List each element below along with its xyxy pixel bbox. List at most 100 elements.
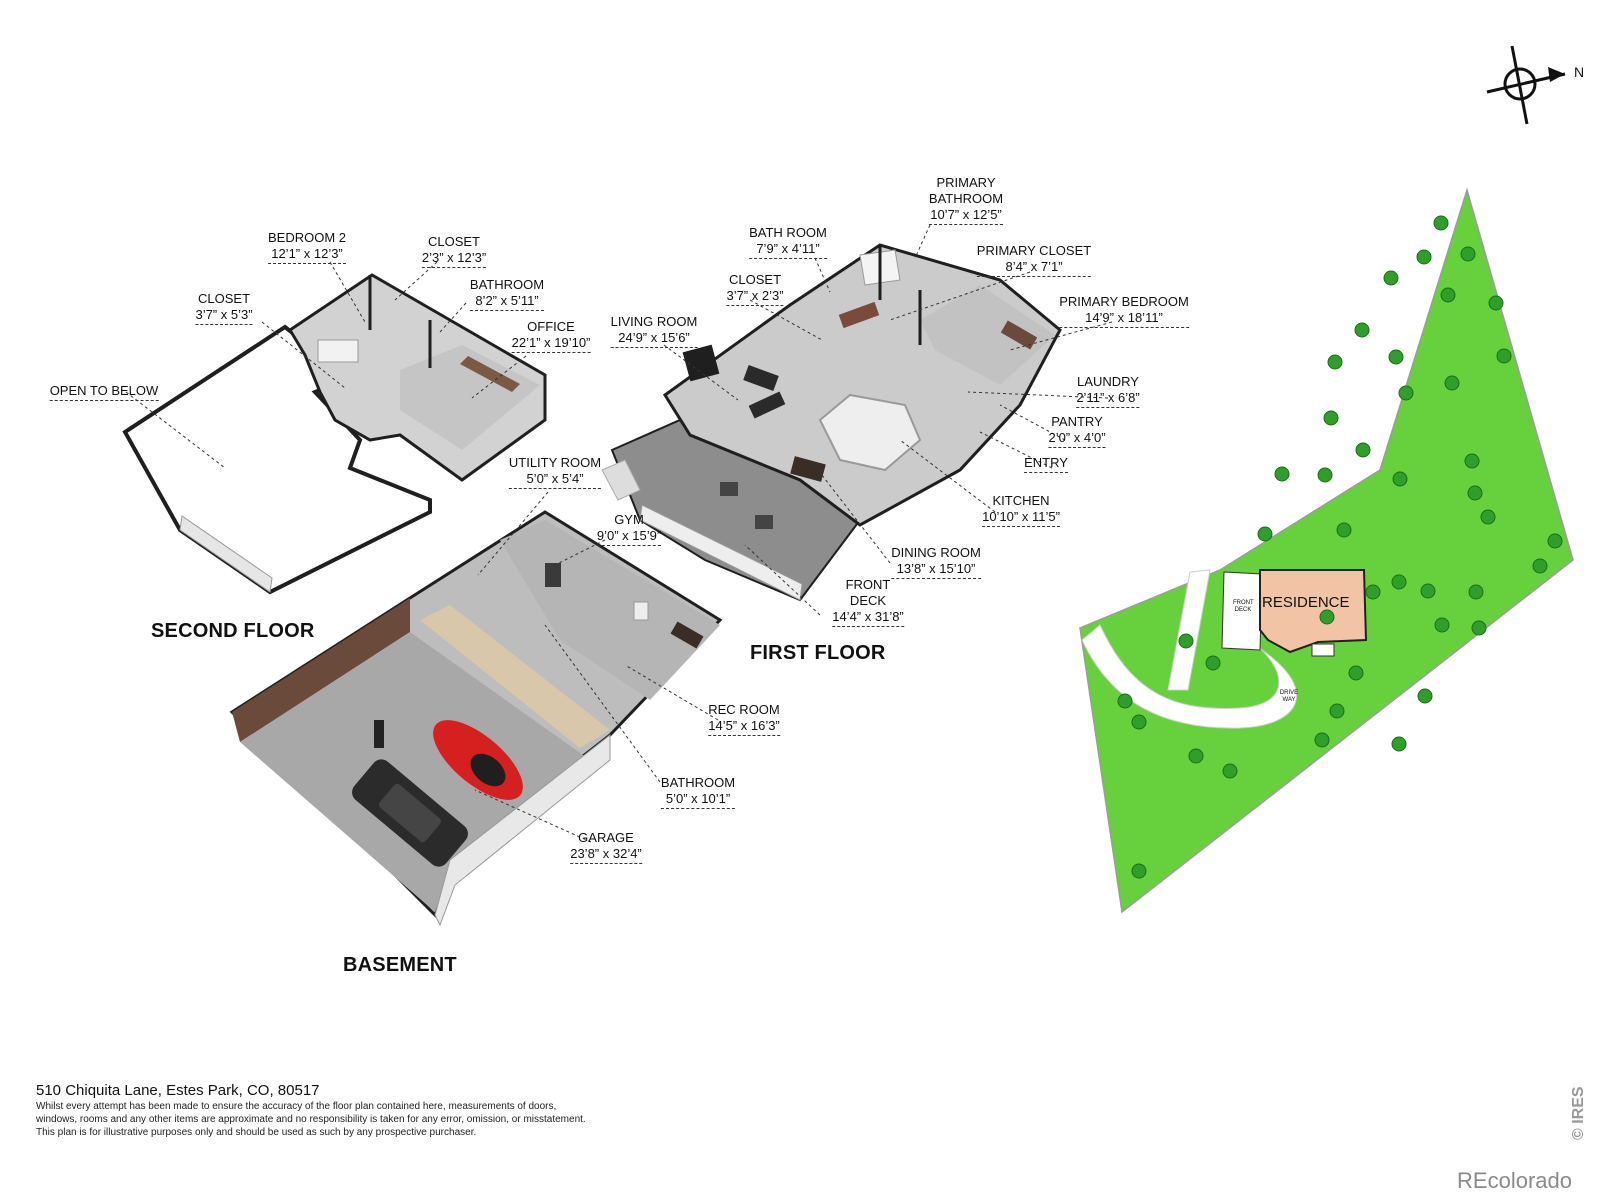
tree-icon	[1488, 295, 1504, 311]
label-open-to-below: OPEN TO BELOW	[49, 383, 159, 401]
tree-icon	[1417, 688, 1433, 704]
tree-icon	[1383, 270, 1399, 286]
tree-icon	[1471, 620, 1487, 636]
tree-icon	[1391, 736, 1407, 752]
primary-bedroom-dresser	[1000, 320, 1038, 350]
basement-front-wall	[434, 733, 611, 927]
property-address: 510 Chiquita Lane, Estes Park, CO, 80517	[36, 1082, 320, 1099]
primary-bedroom-floor	[920, 285, 1055, 385]
residence-footprint	[1259, 569, 1368, 654]
driveway	[1081, 624, 1298, 729]
residence-label: RESIDENCE	[1262, 594, 1350, 611]
garage-post	[374, 720, 384, 748]
tree-icon	[1532, 558, 1548, 574]
label-kitchen: KITCHEN 10’10” x 11’5”	[982, 493, 1060, 527]
label-primary-closet: PRIMARY CLOSET 8’4” x 7’1”	[976, 243, 1092, 277]
label-bath-room: BATH ROOM 7’9” x 4’11”	[749, 225, 827, 259]
label-pantry: PANTRY 2’0” x 4’0”	[1048, 414, 1106, 448]
tree-icon	[1117, 693, 1133, 709]
tree-icon	[1388, 349, 1404, 365]
front-steps	[601, 459, 641, 501]
compass-icon	[1486, 45, 1566, 125]
label-garage: GARAGE 23’8” x 32’4”	[570, 830, 642, 864]
site-path	[1167, 569, 1211, 691]
living-room-sofa	[748, 391, 786, 419]
deck-table	[755, 515, 773, 529]
tree-icon	[1392, 471, 1408, 487]
tree-icon	[1496, 348, 1512, 364]
site-steps	[1311, 643, 1335, 657]
black-suv-roof	[379, 783, 441, 843]
bed-furniture	[317, 339, 359, 363]
second-floor-railing	[179, 515, 273, 593]
label-dining-room: DINING ROOM 13’8” x 15’10”	[891, 545, 981, 579]
label-utility-room: UTILITY ROOM 5’0” x 5’4”	[508, 455, 602, 489]
kitchen-counter	[818, 393, 922, 472]
tree-icon	[1433, 215, 1449, 231]
label-front-deck: FRONT DECK 14’4” x 31’8”	[832, 577, 904, 627]
second-floor-plan	[122, 273, 547, 595]
recolorado-logo: REcolorado	[1457, 1168, 1572, 1193]
disclaimer-line: Whilst every attempt has been made to en…	[36, 1101, 557, 1112]
label-entry: ENTRY	[1024, 455, 1068, 473]
deck-railing	[639, 504, 803, 601]
label-primary-bedroom: PRIMARY BEDROOM 14’9” x 18’11”	[1059, 294, 1189, 328]
tree-icon	[1480, 509, 1496, 525]
label-closet-first: CLOSET 3’7” x 2’3”	[726, 272, 784, 306]
red-car-roof	[470, 753, 506, 787]
tree-icon	[1416, 249, 1432, 265]
disclaimer: Whilst every attempt has been made to en…	[36, 1100, 676, 1139]
first-floor-title: FIRST FLOOR	[750, 642, 886, 664]
disclaimer-line: windows, rooms and any other items are a…	[36, 1114, 586, 1125]
tree-icon	[1323, 410, 1339, 426]
label-bedroom-2: BEDROOM 2 12’1” x 12’3”	[267, 230, 347, 264]
tree-icon	[1188, 748, 1204, 764]
tree-icon	[1336, 522, 1352, 538]
tree-icon	[1327, 354, 1343, 370]
tree-icon	[1547, 533, 1563, 549]
trees	[1117, 215, 1563, 879]
label-bathroom-basement: BATHROOM 5’0” x 10’1”	[660, 775, 736, 809]
deck-table	[720, 482, 738, 496]
label-bathroom-upper: BATHROOM 8’2” x 5’11”	[469, 277, 545, 311]
tree-icon	[1467, 485, 1483, 501]
site-plan	[1079, 187, 1574, 914]
label-rec-room: REC ROOM 14’5” x 16’3”	[708, 702, 780, 736]
label-office: OFFICE 22’1” x 19’10”	[511, 319, 591, 353]
tree-icon	[1257, 526, 1273, 542]
tree-icon	[1354, 322, 1370, 338]
lawn	[1079, 187, 1574, 914]
rec-room-cabinet	[670, 621, 704, 649]
living-room-sofa	[743, 365, 779, 391]
tree-icon	[1391, 574, 1407, 590]
office-wood-panel	[460, 356, 520, 392]
compass-north-label: N	[1574, 64, 1585, 80]
tree-icon	[1131, 863, 1147, 879]
tree-icon	[1355, 442, 1371, 458]
gym-equipment	[545, 563, 561, 587]
label-leaders	[125, 224, 1113, 843]
label-closet-upper: CLOSET 2’3” x 12’3”	[421, 234, 487, 268]
tree-icon	[1131, 714, 1147, 730]
tree-icon	[1274, 466, 1290, 482]
label-primary-bathroom: PRIMARY BATHROOM 10’7” x 12’5”	[928, 175, 1004, 225]
utility-box	[633, 601, 649, 621]
label-laundry: LAUNDRY 2’11” x 6’8”	[1076, 374, 1140, 408]
basement-title: BASEMENT	[343, 954, 457, 976]
tree-icon	[1178, 633, 1194, 649]
ires-watermark: © IRES	[1570, 1086, 1587, 1140]
primary-closet-shelves	[838, 301, 880, 329]
label-gym: GYM 9’0” x 15’9”	[596, 512, 662, 546]
label-closet-west: CLOSET 3’7” x 5’3”	[195, 291, 253, 325]
tree-icon	[1365, 584, 1381, 600]
garage-floor	[240, 632, 590, 912]
hall-floor	[420, 605, 610, 748]
fireplace	[682, 344, 720, 382]
tree-icon	[1222, 763, 1238, 779]
tree-icon	[1329, 703, 1345, 719]
tree-icon	[1319, 609, 1335, 625]
tree-icon	[1317, 467, 1333, 483]
label-living-room: LIVING ROOM 24’9” x 15’6”	[610, 314, 698, 348]
first-floor-plan	[601, 243, 1062, 602]
